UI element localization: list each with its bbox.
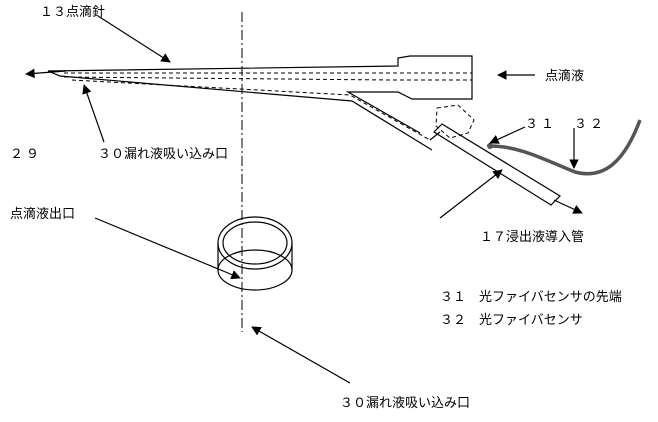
ref31-arrow: [489, 126, 526, 144]
label-ref-32: ３２: [574, 117, 606, 132]
label-leak-intro-tube: １７浸出液導入管: [480, 230, 584, 245]
needle-leader-arrow: [97, 15, 171, 63]
optical-fiber-sensor: [489, 119, 642, 176]
inlet-upper-arrow: [82, 84, 105, 143]
needle-tip-arrow: [25, 68, 67, 79]
label-leak-inlet-upper: ３０漏れ液吸い込み口: [98, 146, 228, 162]
tube-leader-arrow: [439, 169, 503, 219]
leak-intro-tube: [429, 123, 561, 206]
label-ref-31: ３１: [525, 117, 557, 132]
drip-outlet-ring: [217, 216, 293, 291]
tube-end-arrow: [553, 199, 583, 214]
inlet-lower-arrow: [251, 326, 351, 384]
label-drip-outlet: 点滴液出口: [10, 206, 75, 222]
legend-31: ３１ 光ファイバセンサの先端: [440, 290, 622, 305]
outlet-arrow: [94, 217, 241, 280]
sensor-housing: [435, 104, 475, 139]
label-leak-inlet-lower: ３０漏れ液吸い込み口: [340, 395, 470, 411]
label-ref-29: ２９: [10, 147, 42, 162]
sensor-tip: [487, 143, 493, 149]
drip-needle: [47, 55, 473, 151]
legend-32: ３２ 光ファイバセンサ: [440, 313, 583, 328]
label-drip-fluid: 点滴液: [545, 68, 584, 84]
label-needle: １３点滴針: [40, 4, 105, 20]
